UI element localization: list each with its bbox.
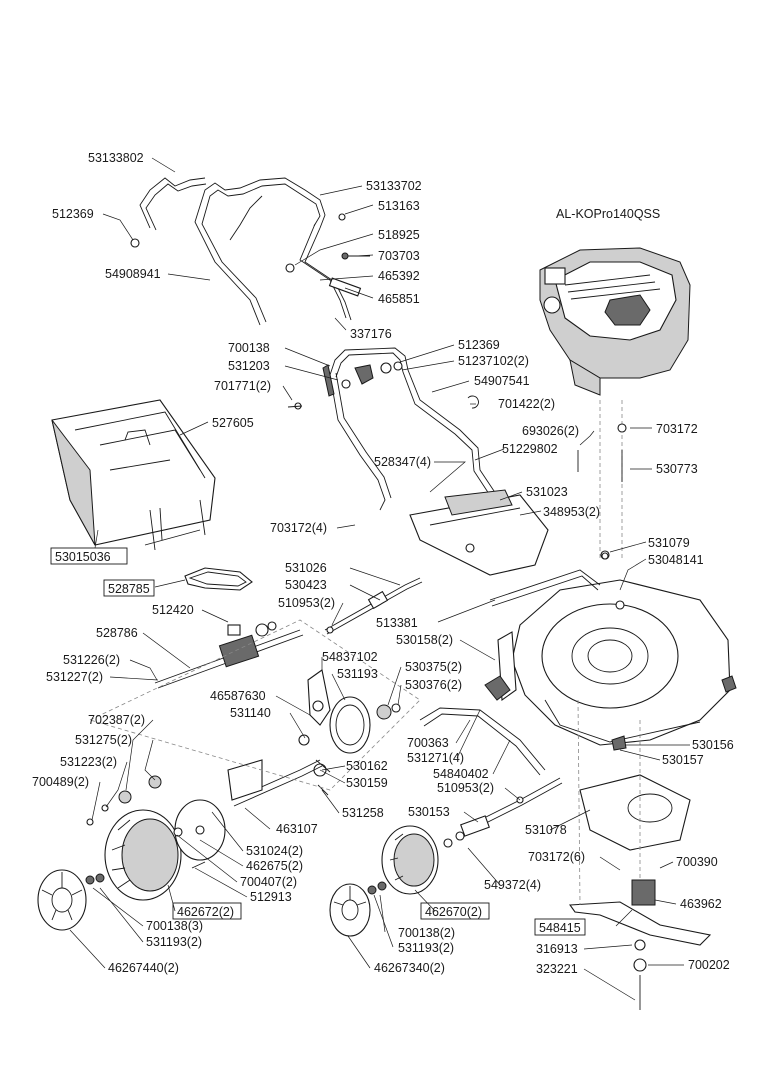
part-label: 530162 <box>346 759 388 773</box>
part-label: 465392 <box>378 269 420 283</box>
part-label: 531203 <box>228 359 270 373</box>
part-label: 53133702 <box>366 179 422 193</box>
part-label: 531079 <box>648 536 690 550</box>
part-label: 701771(2) <box>214 379 271 393</box>
part-label: 530153 <box>408 805 450 819</box>
part-label-boxed: 53015036 <box>55 550 111 564</box>
part-label: 700138(2) <box>398 926 455 940</box>
part-label: 46267340(2) <box>374 961 445 975</box>
part-label-boxed: 528785 <box>108 582 150 596</box>
part-label: 531227(2) <box>46 670 103 684</box>
leader-lines <box>69 157 690 1001</box>
part-label: 323221 <box>536 962 578 976</box>
part-label: 518925 <box>378 228 420 242</box>
part-label: 51237102(2) <box>458 354 529 368</box>
part-label: 528786 <box>96 626 138 640</box>
drawing <box>37 177 737 1010</box>
rear-wheels-drawing <box>329 825 465 937</box>
part-label: 700363 <box>407 736 449 750</box>
part-label-boxed: 462672(2) <box>177 905 234 919</box>
part-label: 700390 <box>676 855 718 869</box>
part-label: 700407(2) <box>240 875 297 889</box>
part-label: 531226(2) <box>63 653 120 667</box>
part-label: 54837102 <box>322 650 378 664</box>
part-label: 316913 <box>536 942 578 956</box>
part-label: 531140 <box>230 706 271 720</box>
part-label: 530159 <box>346 776 388 790</box>
part-label: 348953(2) <box>543 505 600 519</box>
part-label: 54907541 <box>474 374 530 388</box>
part-label: 700202 <box>688 958 730 972</box>
label-frames <box>50 547 586 936</box>
part-label: 530156 <box>692 738 734 752</box>
part-label: 700489(2) <box>32 775 89 789</box>
part-label: 512369 <box>458 338 500 352</box>
part-label: 530376(2) <box>405 678 462 692</box>
part-label: 693026(2) <box>522 424 579 438</box>
part-label: 530773 <box>656 462 698 476</box>
part-label: 463107 <box>276 822 318 836</box>
part-label: 703172 <box>656 422 698 436</box>
part-label: 700138 <box>228 341 270 355</box>
part-label: 700138(3) <box>146 919 203 933</box>
part-label: 530375(2) <box>405 660 462 674</box>
part-label: 337176 <box>350 327 392 341</box>
part-label: 531271(4) <box>407 751 464 765</box>
part-label: 513381 <box>376 616 418 630</box>
part-label: 703172(6) <box>528 850 585 864</box>
grass-box-drawing <box>51 399 216 551</box>
part-label-boxed: 548415 <box>539 921 581 935</box>
part-label: 513163 <box>378 199 420 213</box>
part-label: 463962 <box>680 897 722 911</box>
part-label: 512369 <box>52 207 94 221</box>
part-label: 528347(4) <box>374 455 431 469</box>
part-label: 46267440(2) <box>108 961 179 975</box>
part-label: 46587630 <box>210 689 266 703</box>
part-label: 531223(2) <box>60 755 117 769</box>
part-label: 530423 <box>285 578 327 592</box>
part-label: 465851 <box>378 292 420 306</box>
front-wheels-drawing <box>37 775 226 931</box>
part-label: 702387(2) <box>88 713 145 727</box>
part-label: 510953(2) <box>437 781 494 795</box>
part-labels: AL-KOPro140QSS 53133802 53133702 512369 … <box>32 151 734 976</box>
part-label: 512913 <box>250 890 292 904</box>
engine-label: AL-KOPro140QSS <box>556 207 660 221</box>
part-label: 549372(4) <box>484 878 541 892</box>
part-label: 53133802 <box>88 151 144 165</box>
part-label: 531026 <box>285 561 327 575</box>
part-label: 527605 <box>212 416 254 430</box>
part-label: 531024(2) <box>246 844 303 858</box>
part-label: 530157 <box>662 753 704 767</box>
part-label: 531193(2) <box>146 935 202 949</box>
part-label: 530158(2) <box>396 633 453 647</box>
part-label: 531023 <box>526 485 568 499</box>
engine-drawing <box>539 247 691 396</box>
part-label: 462675(2) <box>246 859 303 873</box>
deck-drawing <box>484 550 737 751</box>
part-label: 51229802 <box>502 442 558 456</box>
part-label: 703172(4) <box>270 521 327 535</box>
part-label: 703703 <box>378 249 420 263</box>
part-label-boxed: 462670(2) <box>425 905 482 919</box>
part-label: 53048141 <box>648 553 704 567</box>
part-label: 54908941 <box>105 267 161 281</box>
part-label: 531258 <box>342 806 384 820</box>
part-label: 512420 <box>152 603 194 617</box>
part-label: 510953(2) <box>278 596 335 610</box>
part-label: 531193(2) <box>398 941 454 955</box>
part-label: 701422(2) <box>498 397 555 411</box>
part-label: 531078 <box>525 823 567 837</box>
part-label: 54840402 <box>433 767 489 781</box>
part-label: 531193 <box>337 667 378 681</box>
part-label: 531275(2) <box>75 733 132 747</box>
